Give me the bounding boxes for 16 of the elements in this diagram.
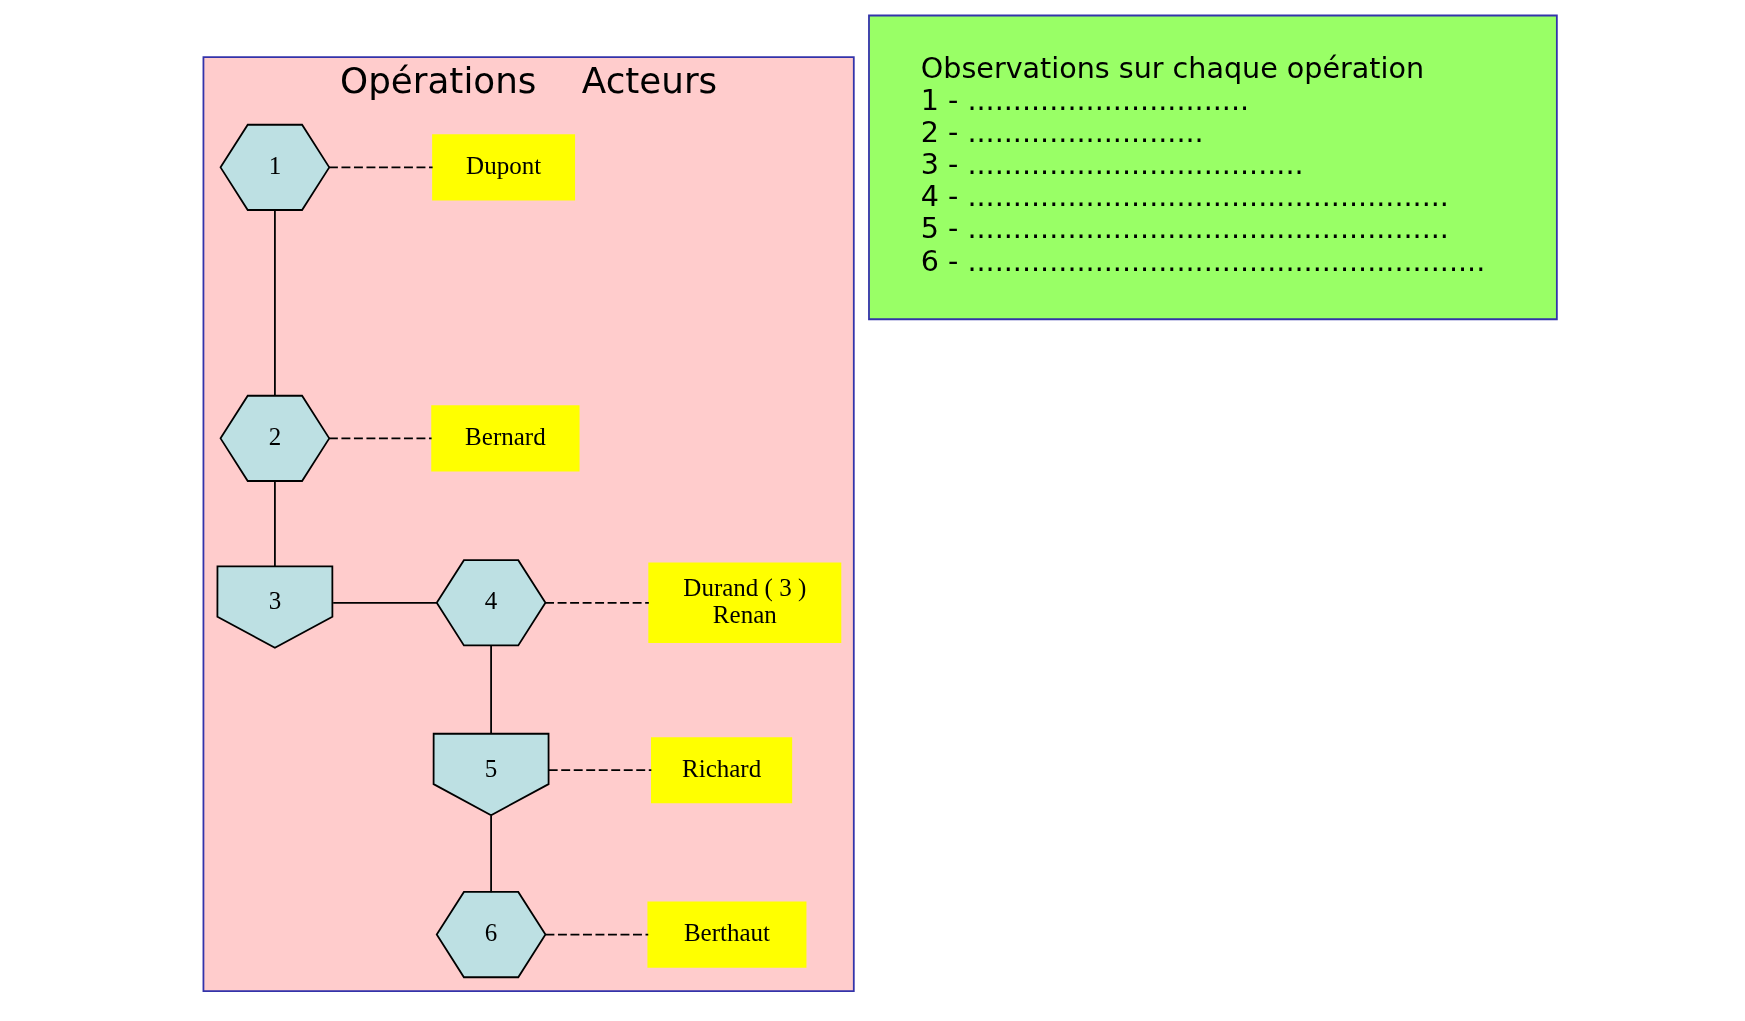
connector — [544, 933, 649, 936]
connector — [489, 815, 492, 894]
connector — [331, 601, 438, 604]
node-box: Dupont — [431, 134, 575, 201]
connector — [327, 437, 433, 440]
connector — [273, 208, 276, 397]
node-box: Durand ( 3 ) Renan — [647, 562, 841, 643]
connector — [273, 479, 276, 567]
node-box: Bernard — [430, 405, 580, 472]
connector — [547, 769, 652, 772]
connector — [489, 645, 492, 735]
node-box: Berthaut — [646, 901, 806, 968]
connector — [543, 601, 650, 604]
node-box: Richard — [650, 737, 792, 804]
node-box: Observations sur chaque opération 1 - ............................... 2 - .......................... 3 - ..................................... 4 - ..................................................... 5 - ..................................................... 6 - ......................................................... — [867, 14, 1558, 321]
connector — [327, 166, 434, 169]
